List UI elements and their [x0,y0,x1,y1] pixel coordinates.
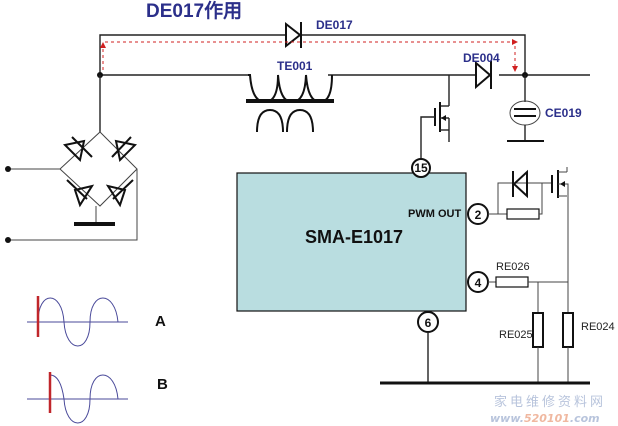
watermark-url: www.520101.com [490,412,600,425]
waveform-b-label: B [157,376,168,393]
re026-resistor [495,276,529,288]
pin-15: 15 [411,158,431,178]
waveform-b [27,372,128,424]
pin-2: 2 [467,203,489,225]
te001-label: TE001 [277,59,313,73]
sma-e1017-chip [236,172,467,312]
chip-label: SMA-E1017 [305,227,403,247]
re025-resistor [532,312,544,348]
te001-transformer [246,74,334,133]
mosfet-switch [420,75,450,162]
de017-bypass-wire [99,34,526,75]
watermark-cn: 家电维修资料网 [494,394,606,410]
re024-resistor [562,312,574,348]
svg-text:6: 6 [425,316,432,330]
sense-network [488,198,574,383]
svg-text:4: 4 [475,276,482,290]
de017-label: DE017 [316,18,353,32]
gate-drive-network [488,167,569,220]
waveform-a [27,296,128,347]
ce019-capacitor [507,75,544,142]
pin-6: 6 [417,311,439,383]
current-path-arrow [100,39,518,72]
re026-label: RE026 [496,261,530,273]
de004-label: DE004 [463,51,500,65]
re024-label: RE024 [581,321,615,333]
bridge-rectifier [5,75,138,243]
svg-text:2: 2 [475,208,482,222]
pwm-out-label: PWM OUT [408,208,461,220]
waveform-a-label: A [155,313,166,330]
pin-4: 4 [467,271,489,293]
de004-diode [475,60,492,90]
de017-diode [285,21,302,49]
diagram-title: DE017作用 [146,0,242,22]
svg-text:15: 15 [414,161,428,175]
re025-label: RE025 [499,329,533,341]
ce019-label: CE019 [545,106,582,120]
